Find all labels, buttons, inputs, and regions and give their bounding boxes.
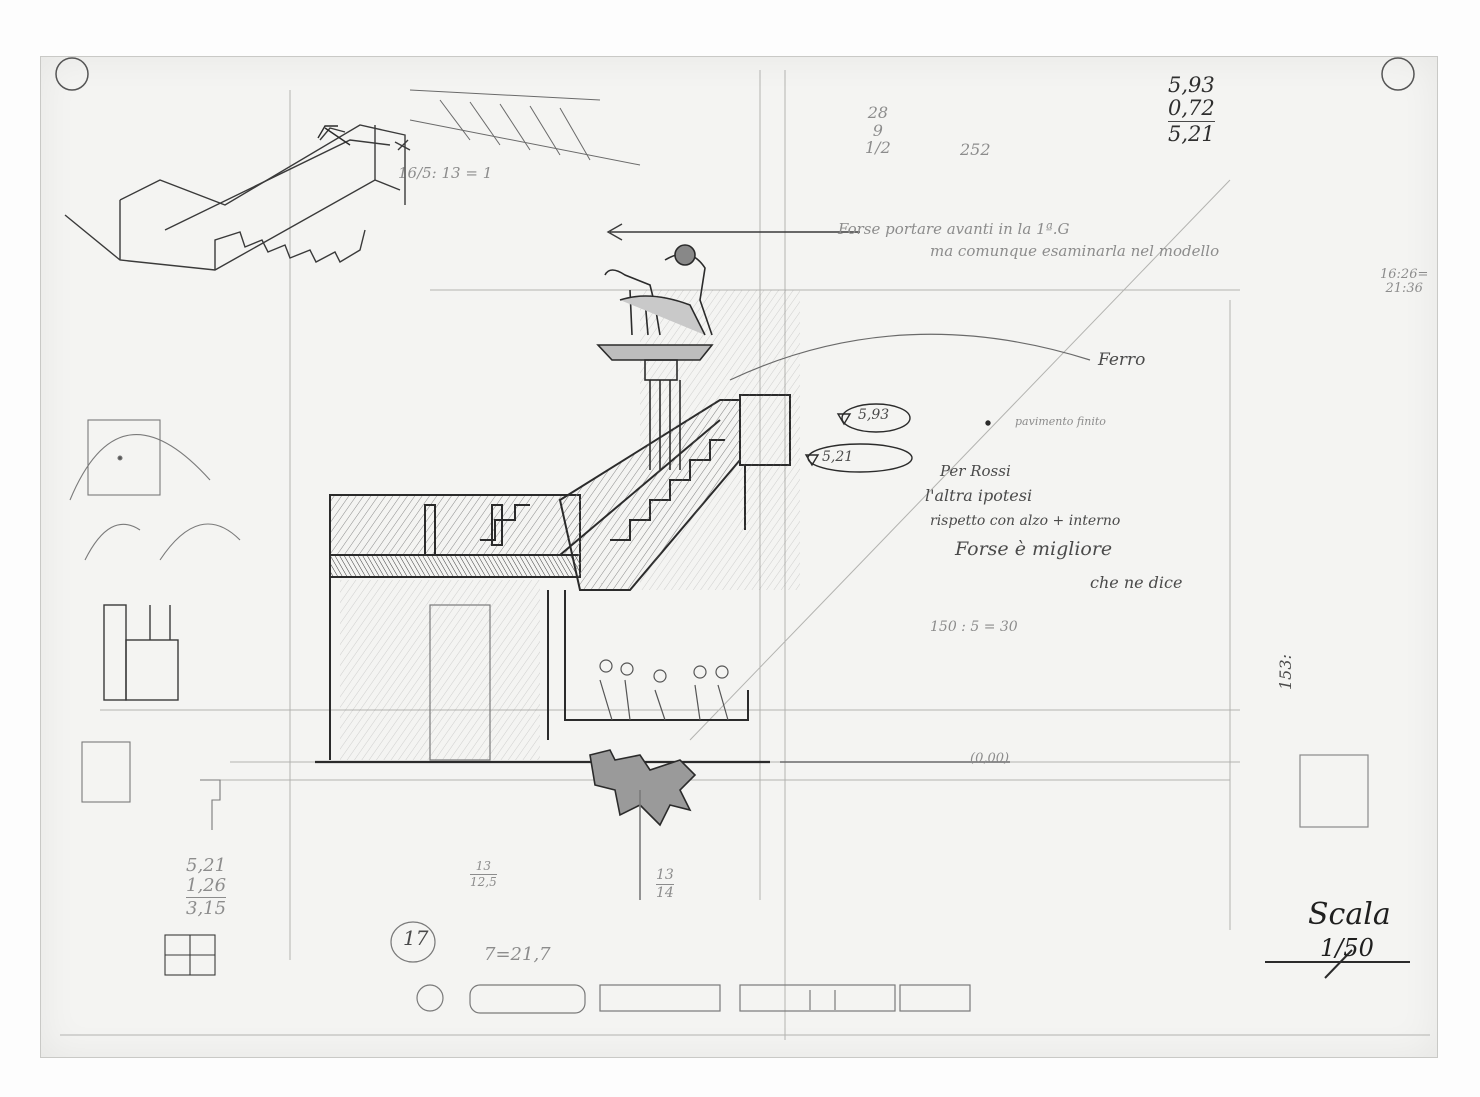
stair-axonometric-sketch [64, 89, 641, 271]
calc-bottom-2: 7=21,7 [484, 944, 551, 965]
fraction-2-bottom: 14 [656, 885, 674, 902]
scale-underline [1265, 949, 1410, 979]
calc-right-line-2: 21:36 [1385, 281, 1423, 297]
calc-left-line-3: 3,15 [186, 897, 227, 919]
note-italian-1: Forse portare avanti in la 1ª.G [838, 220, 1070, 238]
calc-top-mid: 28 9 1/2 [865, 104, 891, 157]
calc-mid-result: 252 [960, 140, 991, 159]
calc-mid-line-2: 9 [872, 120, 883, 140]
note-italian-2: ma comunque esaminarla nel modello [930, 242, 1220, 260]
note-ratio: 150 : 5 = 30 [930, 619, 1018, 635]
calc-left: 5,21 1,26 3,15 [186, 855, 227, 919]
vault-sketches [69, 419, 241, 976]
calc-mid-line-3: 1/2 [865, 138, 891, 158]
calc-top-line-1: 5,93 [1168, 73, 1215, 97]
fraction-2-top: 13 [656, 867, 674, 883]
scale-value: 1/50 [1320, 934, 1374, 962]
note-per-rossi-2: l'altra ipotesi [925, 486, 1033, 505]
calc-top-total: 5,93 0,72 5,21 [1168, 73, 1215, 147]
fraction-1-top: 13 [475, 859, 491, 873]
arc-line [729, 333, 1091, 381]
stair-ratio-note: 16/5: 13 = 1 [398, 164, 493, 182]
small-square-sketch [1299, 754, 1369, 828]
corner-circle-top-left [55, 57, 89, 91]
calc-bottom-1: 17 [403, 926, 429, 950]
floor-slab [329, 554, 581, 578]
note-pavimento: pavimento finito [1015, 415, 1106, 428]
corner-circle-top-right [1381, 57, 1415, 91]
elevation-label-1: 5,93 [858, 407, 890, 423]
calc-left-line-1: 5,21 [186, 855, 227, 876]
tree-sketch [589, 749, 697, 900]
fraction-1-bottom: 12,5 [470, 875, 497, 890]
calc-right-line-1: 16:26= [1380, 267, 1429, 282]
calc-mid-line-1: 28 [867, 103, 889, 122]
note-per-rossi-1: Per Rossi [940, 462, 1011, 480]
calc-right-column: 16:26= 21:36 [1380, 267, 1429, 297]
fraction-bottom-1: 13 12,5 [470, 859, 497, 890]
calc-top-line-2: 0,72 [1168, 96, 1215, 121]
people-sketch [599, 659, 729, 721]
scale-bar [390, 921, 971, 1014]
ground-level-label: (0,00) [970, 751, 1010, 766]
elevation-label-2: 5,21 [822, 449, 854, 465]
column-with-statue [596, 244, 714, 470]
sheet-number: 153: [1276, 654, 1295, 690]
elevation-markers [804, 403, 991, 473]
upper-slab [329, 494, 581, 556]
calc-left-line-2: 1,26 [186, 874, 227, 896]
label-ferro: Ferro [1098, 350, 1146, 370]
note-per-rossi-3: rispetto con alzo + interno [930, 513, 1121, 529]
arrow-top-left [317, 125, 351, 146]
scale-label: Scala [1308, 897, 1391, 932]
calc-top-line-3: 5,21 [1168, 122, 1215, 147]
corner-marks [55, 57, 1415, 91]
shading [340, 290, 800, 760]
fraction-bottom-2: 13 14 [656, 867, 674, 902]
note-forse-migliore: Forse è migliore [955, 538, 1113, 560]
note-che-ne-dice: che ne dice [1090, 573, 1183, 592]
arrow-left [606, 223, 860, 241]
